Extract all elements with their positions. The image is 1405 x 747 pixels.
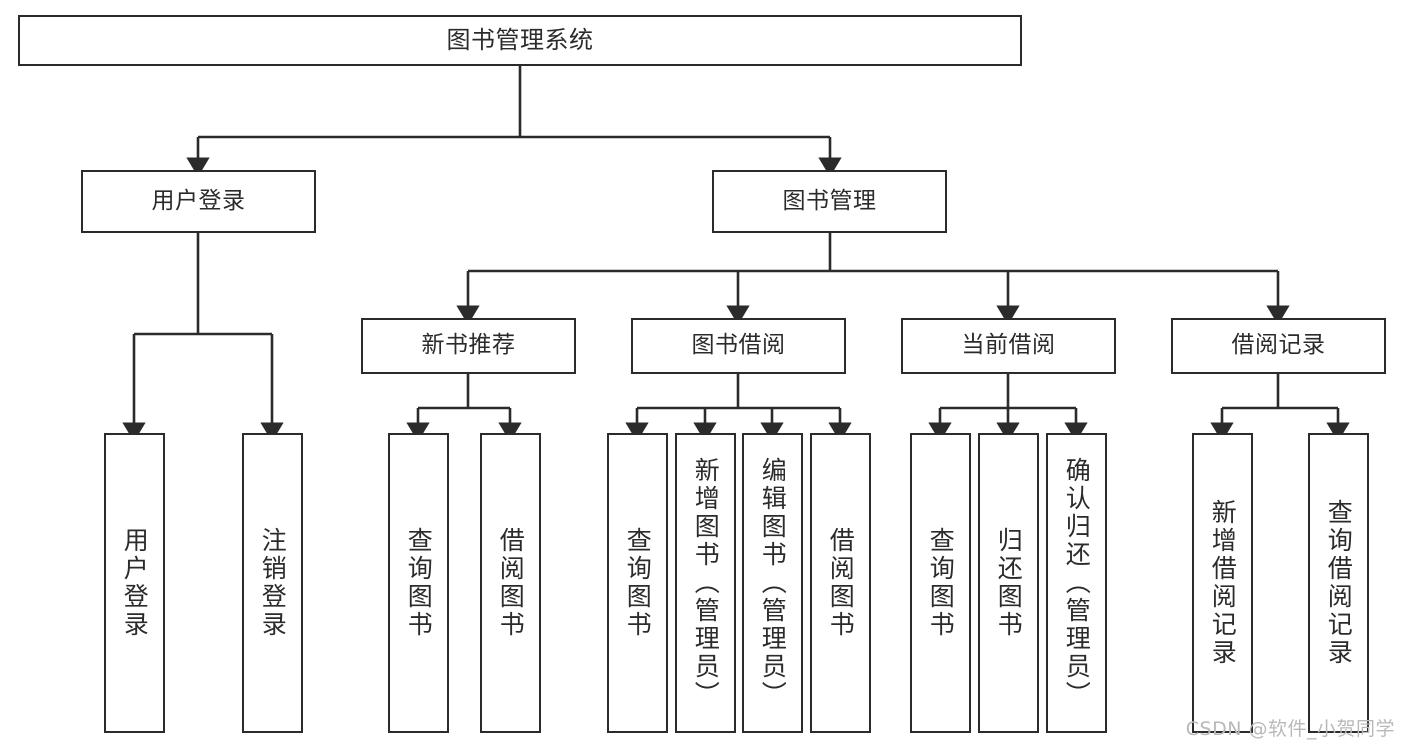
node-label: 当前借阅 [961, 332, 1056, 359]
leaf-record-query-borrow-record[interactable]: 查询借阅记录 [1308, 433, 1369, 733]
leaf-borrow-edit-book-admin[interactable]: 编辑图书（管理员） [742, 433, 803, 733]
leaf-borrow-query-books[interactable]: 查询图书 [607, 433, 668, 733]
leaf-newbook-borrow-books[interactable]: 借阅图书 [480, 433, 541, 733]
node-label: 归还图书 [994, 527, 1024, 639]
node-label: 查询图书 [623, 527, 653, 639]
leaf-current-confirm-return-admin[interactable]: 确认归还（管理员） [1046, 433, 1107, 733]
leaf-current-query-books[interactable]: 查询图书 [910, 433, 971, 733]
node-label: 确认归还（管理员） [1062, 457, 1092, 709]
node-user-login[interactable]: 用户登录 [81, 170, 316, 233]
node-label: 图书管理系统 [446, 26, 594, 55]
leaf-borrow-add-book-admin[interactable]: 新增图书（管理员） [675, 433, 736, 733]
node-borrowing-record[interactable]: 借阅记录 [1171, 318, 1386, 374]
node-label: 用户登录 [120, 527, 150, 639]
leaf-record-add-borrow-record[interactable]: 新增借阅记录 [1192, 433, 1253, 733]
node-label: 图书管理 [782, 187, 877, 214]
leaf-user-login[interactable]: 用户登录 [104, 433, 165, 733]
node-new-book-recommendation[interactable]: 新书推荐 [361, 318, 576, 374]
node-label: 注销登录 [258, 527, 288, 639]
leaf-logout-login[interactable]: 注销登录 [242, 433, 303, 733]
node-label: 用户登录 [151, 187, 246, 214]
node-label: 编辑图书（管理员） [758, 457, 788, 709]
node-label: 新书推荐 [421, 332, 516, 359]
node-label: 借阅记录 [1231, 332, 1326, 359]
node-book-borrowing[interactable]: 图书借阅 [631, 318, 846, 374]
node-label: 借阅图书 [826, 527, 856, 639]
watermark-text: CSDN @软件_小贺同学 [1185, 718, 1395, 740]
node-current-borrowing[interactable]: 当前借阅 [901, 318, 1116, 374]
leaf-current-return-books[interactable]: 归还图书 [978, 433, 1039, 733]
leaf-borrow-borrow-books[interactable]: 借阅图书 [810, 433, 871, 733]
node-label: 借阅图书 [496, 527, 526, 639]
leaf-newbook-query-books[interactable]: 查询图书 [388, 433, 449, 733]
node-label: 查询借阅记录 [1324, 499, 1354, 667]
node-book-management[interactable]: 图书管理 [712, 170, 947, 233]
node-label: 查询图书 [404, 527, 434, 639]
node-label: 新增借阅记录 [1208, 499, 1238, 667]
node-label: 查询图书 [926, 527, 956, 639]
node-root-book-management-system[interactable]: 图书管理系统 [18, 15, 1022, 66]
node-label: 新增图书（管理员） [691, 457, 721, 709]
node-label: 图书借阅 [691, 332, 786, 359]
